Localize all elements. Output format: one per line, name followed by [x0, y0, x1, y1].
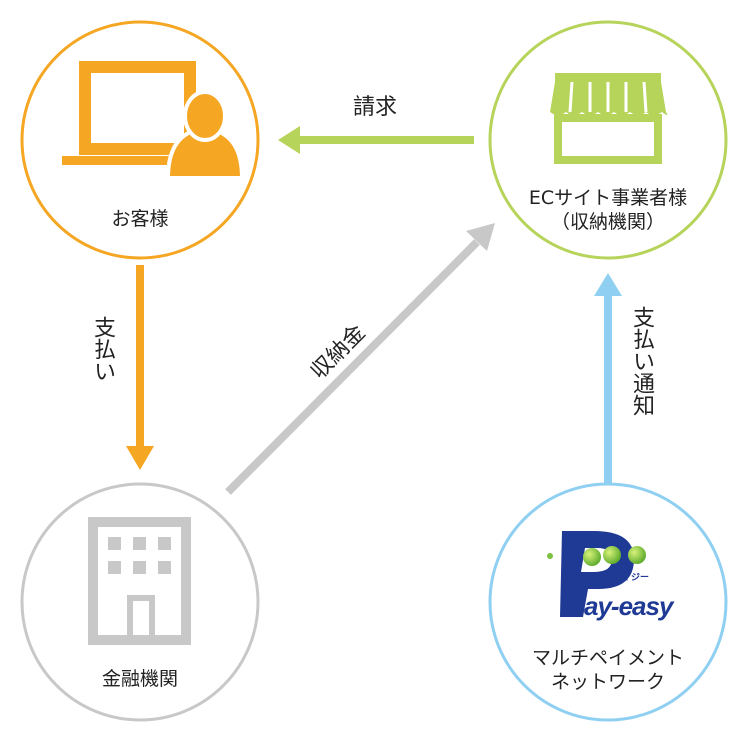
building-icon [88, 517, 191, 645]
notification-arrow [594, 273, 622, 484]
payment-arrow [126, 265, 154, 470]
invoice-arrow [278, 126, 474, 154]
payeasy-label-line1: マルチペイメント [531, 647, 684, 669]
bank-label: 金融機関 [101, 668, 178, 690]
payeasy-logo: ペイジー ay-easy [547, 531, 676, 621]
payeasy-label-line2: ネットワーク [550, 671, 665, 693]
collection-arrow [225, 223, 495, 495]
bank-circle [20, 482, 260, 722]
laptop-user-icon [62, 61, 245, 180]
collection-label: 収納金 [306, 320, 370, 384]
shop-circle [488, 20, 728, 260]
logo-kana: ペイジー [613, 572, 649, 583]
customer-circle [20, 20, 260, 260]
customer-label: お客様 [111, 208, 169, 230]
payment-label: 支払い [90, 316, 115, 382]
storefront-icon [550, 73, 668, 164]
invoice-label: 請求 [352, 95, 397, 120]
notification-label: 支払い通知 [629, 306, 654, 416]
shop-label-line1: ECサイト事業者様 [528, 187, 688, 209]
shop-label-line2: （収納機関） [550, 211, 665, 233]
logo-wordmark: ay-easy [584, 591, 675, 621]
